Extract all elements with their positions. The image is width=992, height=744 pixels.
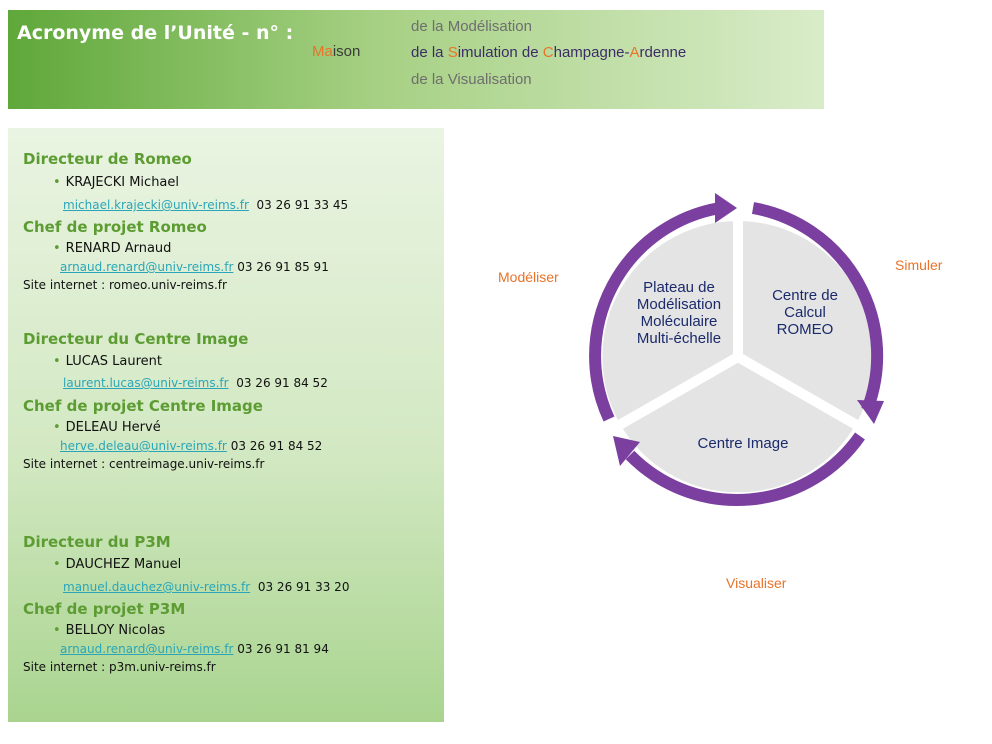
p3m-lead-contact: arnaud.renard@univ-reims.fr 03 26 91 81 … (60, 642, 329, 656)
p3m-lead-name-text: BELLOY Nicolas (65, 623, 166, 638)
maison-rest: ison (332, 43, 361, 60)
arrowhead-image-icon (857, 400, 884, 424)
centre-image-director-email-link[interactable]: laurent.lucas@univ-reims.fr (63, 376, 229, 390)
centre-image-lead-contact: herve.deleau@univ-reims.fr 03 26 91 84 5… (60, 439, 322, 453)
phase-simuler: Simuler (895, 257, 943, 273)
centre-image-director-phone: 03 26 91 84 52 (236, 376, 328, 390)
romeo-director-heading: Directeur de Romeo (23, 150, 192, 168)
romeo-lead-email-link[interactable]: arnaud.renard@univ-reims.fr (60, 260, 234, 274)
header-line-simulation: de la Simulation de Champagne-Ardenne (411, 44, 686, 61)
line2-part-c: hampagne- (553, 44, 630, 61)
bullet-icon: • (53, 420, 61, 435)
bullet-icon: • (53, 241, 61, 256)
line2-part-a: de la (411, 44, 448, 61)
centre-image-director-name-text: LUCAS Laurent (65, 354, 162, 369)
centre-image-director-contact: laurent.lucas@univ-reims.fr 03 26 91 84 … (63, 376, 328, 390)
p3m-director-phone: 03 26 91 33 20 (257, 580, 350, 594)
header-line-modelisation: de la Modélisation (411, 18, 532, 35)
p3m-director-heading: Directeur du P3M (23, 533, 171, 551)
centre-image-site: Site internet : centreimage.univ-reims.f… (23, 457, 265, 471)
romeo-lead-contact: arnaud.renard@univ-reims.fr 03 26 91 85 … (60, 260, 329, 274)
contacts-panel (8, 128, 444, 722)
line2-accent-s: S (447, 44, 458, 61)
p3m-lead-email-link[interactable]: arnaud.renard@univ-reims.fr (60, 642, 234, 656)
romeo-director-name-text: KRAJECKI Michael (65, 175, 180, 190)
bullet-icon: • (53, 623, 61, 638)
romeo-line-3: ROMEO (776, 321, 834, 338)
romeo-line-1: Centre de (772, 287, 838, 304)
romeo-director-name: • KRAJECKI Michael (53, 175, 179, 190)
bullet-icon: • (53, 557, 61, 572)
line2-accent-c: C (542, 44, 554, 61)
image-line-1: Centre Image (697, 435, 789, 452)
romeo-lead-name: • RENARD Arnaud (53, 241, 171, 256)
maison-accent: Ma (312, 43, 333, 60)
plateau-line-3: Moléculaire (640, 313, 718, 330)
plateau-line-4: Multi-échelle (636, 330, 722, 347)
centre-image-director-name: • LUCAS Laurent (53, 354, 162, 369)
centre-image-director-heading: Directeur du Centre Image (23, 330, 249, 348)
line2-part-b: imulation de (457, 44, 543, 61)
header-line-visualisation: de la Visualisation (411, 71, 532, 88)
arc-plateau-to-romeo (589, 202, 722, 422)
romeo-lead-heading: Chef de projet Romeo (23, 218, 207, 236)
phase-modeliser: Modéliser (498, 269, 559, 285)
line2-accent-a: A (629, 44, 640, 61)
centre-image-lead-name-text: DELEAU Hervé (65, 420, 161, 435)
romeo-director-phone: 03 26 91 33 45 (256, 198, 349, 212)
romeo-lead-phone: 03 26 91 85 91 (237, 260, 329, 274)
romeo-director-contact: michael.krajecki@univ-reims.fr 03 26 91 … (63, 198, 348, 212)
romeo-line-2: Calcul (784, 304, 826, 321)
centre-image-lead-phone: 03 26 91 84 52 (230, 439, 323, 453)
p3m-lead-name: • BELLOY Nicolas (53, 623, 165, 638)
romeo-lead-name-text: RENARD Arnaud (65, 241, 172, 256)
centre-image-lead-name: • DELEAU Hervé (53, 420, 161, 435)
arrowhead-plateau-icon (613, 436, 640, 466)
p3m-director-name: • DAUCHEZ Manuel (53, 557, 181, 572)
bullet-icon: • (53, 354, 61, 369)
romeo-director-email-link[interactable]: michael.krajecki@univ-reims.fr (63, 198, 249, 212)
p3m-director-email-link[interactable]: manuel.dauchez@univ-reims.fr (63, 580, 251, 594)
plateau-line-2: Modélisation (636, 296, 722, 313)
phase-visualiser: Visualiser (726, 575, 787, 591)
maison-label: Maison (312, 43, 360, 60)
p3m-lead-phone: 03 26 91 81 94 (237, 642, 329, 656)
centre-image-lead-heading: Chef de projet Centre Image (23, 397, 263, 415)
p3m-director-contact: manuel.dauchez@univ-reims.fr 03 26 91 33… (63, 580, 349, 594)
line2-part-d: rdenne (639, 44, 687, 61)
segment-plateau-label: Plateau de Modélisation Moléculaire Mult… (616, 279, 742, 347)
header-band (8, 10, 824, 109)
segment-image-label: Centre Image (683, 435, 803, 452)
segment-romeo-label: Centre de Calcul ROMEO (755, 287, 855, 338)
plateau-line-1: Plateau de (643, 279, 715, 296)
p3m-lead-heading: Chef de projet P3M (23, 600, 186, 618)
arc-image-to-plateau (625, 432, 865, 506)
arc-romeo-to-image (751, 202, 884, 413)
romeo-site: Site internet : romeo.univ-reims.fr (23, 278, 227, 292)
bullet-icon: • (53, 175, 61, 190)
unit-acronym-title: Acronyme de l’Unité - n° : (17, 22, 294, 44)
p3m-site: Site internet : p3m.univ-reims.fr (23, 660, 216, 674)
arrowhead-romeo-icon (715, 193, 737, 223)
p3m-director-name-text: DAUCHEZ Manuel (65, 557, 182, 572)
centre-image-lead-email-link[interactable]: herve.deleau@univ-reims.fr (60, 439, 227, 453)
